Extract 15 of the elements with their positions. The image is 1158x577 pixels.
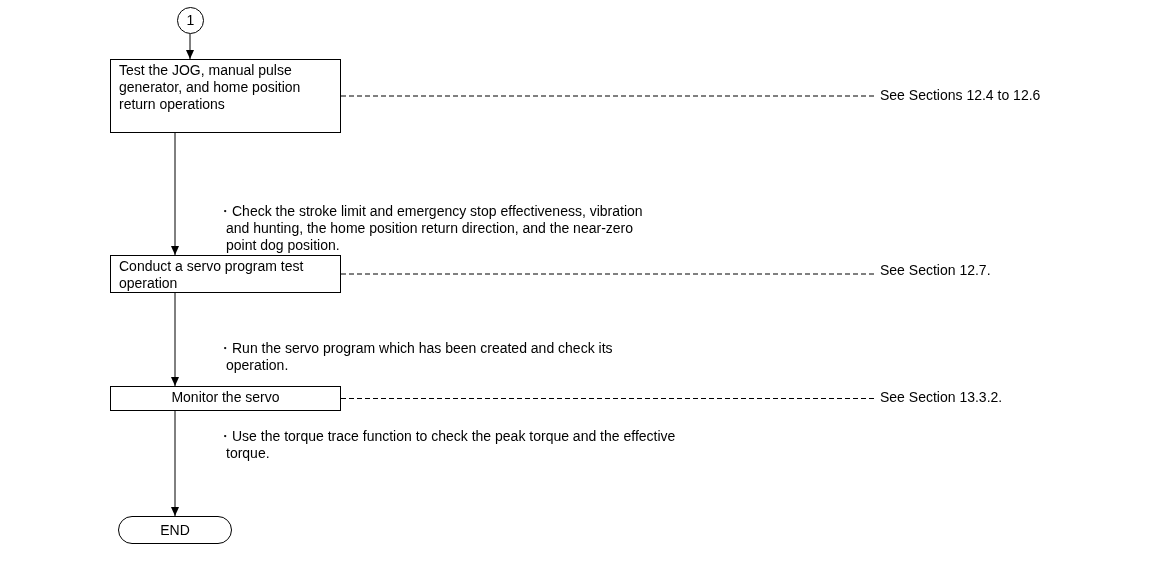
note-text: ・Check the stroke limit and emergency stop effectiveness, vibration and hunting, the home position return direction, and the near-zero point dog position.	[218, 203, 644, 254]
arrow	[171, 410, 179, 517]
arrow	[171, 292, 179, 387]
process-box: Test the JOG, manual pulse generator, and home position return operations	[110, 59, 341, 133]
terminator: END	[118, 516, 232, 544]
arrow	[186, 33, 194, 60]
note-text: ・Run the servo program which has been created and check its operation.	[218, 340, 614, 374]
process-box: Monitor the servo	[110, 386, 341, 411]
process-box: Conduct a servo program test operation	[110, 255, 341, 293]
connector-circle: 1	[177, 7, 204, 34]
arrow	[171, 132, 179, 256]
leader-line	[340, 95, 875, 97]
leader-line	[340, 273, 875, 275]
note-text: ・Use the torque trace function to check the peak torque and the effective torque.	[218, 428, 677, 462]
leader-line	[340, 398, 875, 399]
